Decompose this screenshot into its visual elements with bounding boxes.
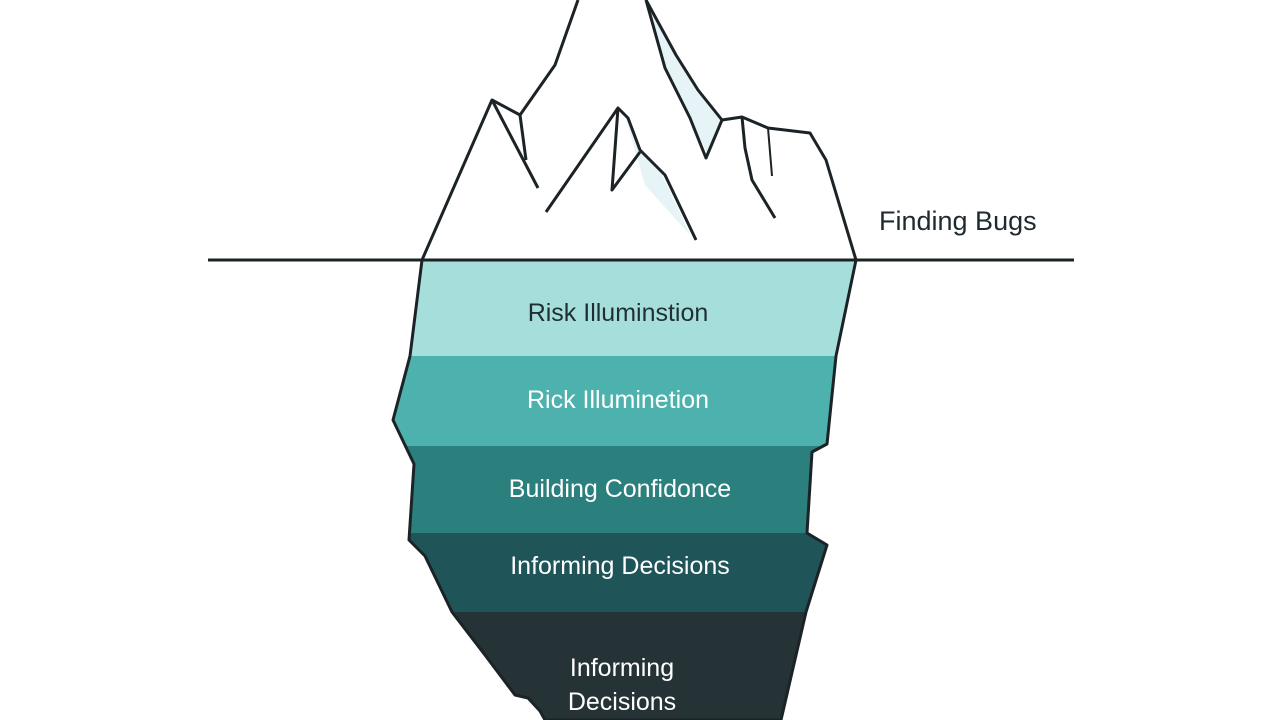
layer-1-band [393, 260, 856, 356]
layer-1-label: Risk Illuminstion [527, 299, 709, 327]
layer-2-label: Rick Illuminetion [526, 386, 710, 414]
layer-2-band [393, 356, 856, 446]
layer-4-band [393, 533, 856, 612]
layer-5-label-line2: Decisions [567, 688, 677, 716]
layer-3-label: Building Confidonce [508, 475, 732, 503]
layer-4-label: Informing Decisions [510, 552, 730, 580]
iceberg-body-outline [391, 258, 858, 720]
above-water-label: Finding Bugs [879, 206, 1037, 236]
iceberg-tip [420, 0, 858, 261]
layer-3-band [393, 446, 856, 533]
layer-5-label-line1: Informing [569, 654, 675, 682]
